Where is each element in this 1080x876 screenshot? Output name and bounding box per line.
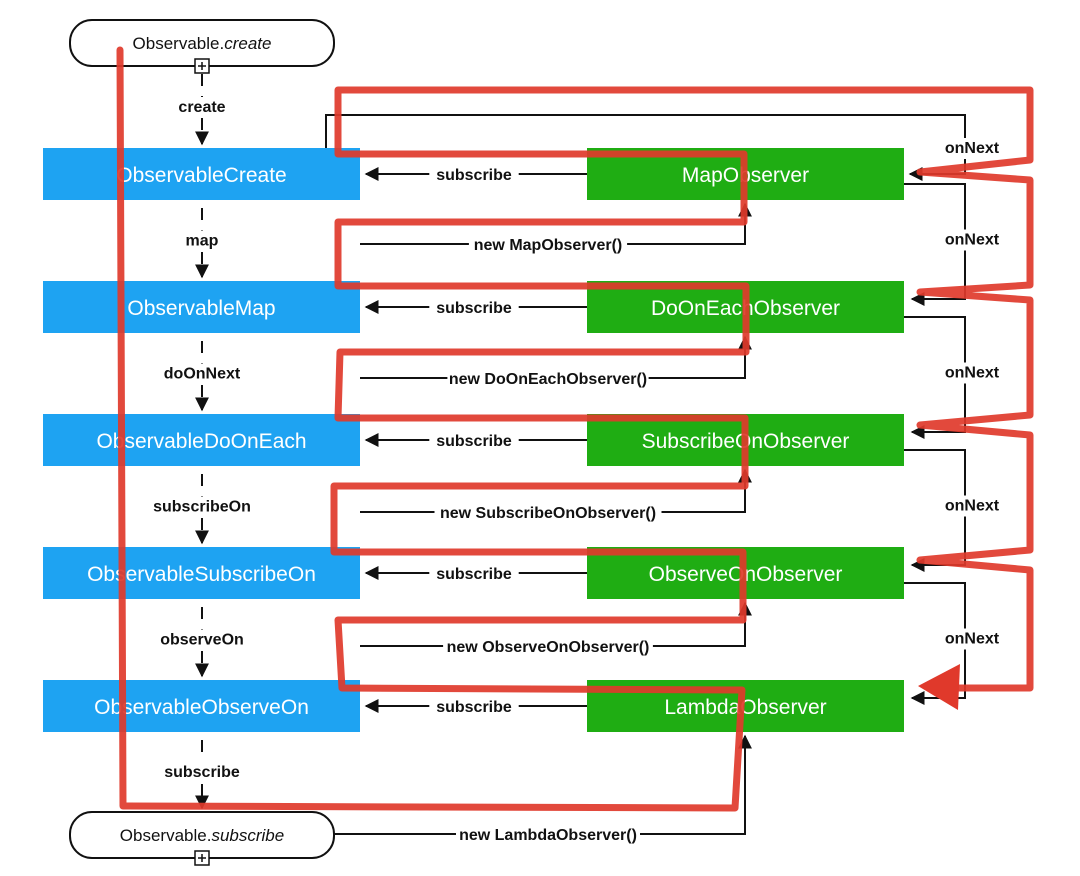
subscribe-label-4: subscribe	[436, 699, 512, 716]
operator-label-5-bg	[157, 762, 247, 783]
observable-box-3	[43, 547, 360, 599]
observable-label-3: ObservableSubscribeOn	[87, 563, 316, 586]
subscribe-label-1-bg	[429, 298, 519, 319]
observable-box-1	[43, 281, 360, 333]
operator-label-1: map	[186, 233, 219, 250]
observable-label-4: ObservableObserveOn	[94, 696, 309, 719]
subscribe-label-1: subscribe	[436, 300, 512, 317]
observable-label-1: ObservableMap	[127, 297, 275, 320]
subscribe-label-0: subscribe	[436, 167, 512, 184]
new-observer-label-3: new ObserveOnObserver()	[447, 639, 650, 656]
onnext-label-4: onNext	[945, 631, 1000, 648]
operator-label-3-bg	[148, 496, 256, 518]
new-observer-arrow-4	[334, 734, 752, 835]
new-observer-label-0: new MapObserver()	[474, 237, 622, 254]
new-observer-label-1: new DoOnEachObserver()	[449, 371, 647, 388]
observable-label-2: ObservableDoOnEach	[96, 430, 306, 453]
new-observer-label-0-bg	[468, 235, 628, 256]
onnext-label-3-bg	[940, 495, 1004, 517]
subscribe-label-3-bg	[429, 564, 519, 585]
onnext-label-0-bg	[940, 138, 1004, 159]
operator-label-4: observeOn	[160, 632, 244, 649]
operator-label-2: doOnNext	[164, 366, 241, 383]
operator-label-0-bg	[170, 97, 234, 118]
operator-label-1-bg	[183, 230, 221, 252]
operator-label-4-bg	[157, 629, 247, 651]
subscribe-label-2: subscribe	[436, 433, 512, 450]
operator-label-5: subscribe	[164, 764, 240, 781]
subscribe-label-0-bg	[429, 165, 519, 186]
expand-icon-top[interactable]	[194, 58, 210, 74]
new-observer-label-4-bg	[456, 825, 640, 846]
operator-label-0: create	[178, 99, 225, 116]
onnext-label-0: onNext	[945, 140, 1000, 157]
terminal-top-label: Observable.create	[133, 34, 272, 53]
red-flow-path	[116, 46, 1034, 812]
new-observer-label-2: new SubscribeOnObserver()	[440, 505, 656, 522]
subscribe-label-3: subscribe	[436, 566, 512, 583]
onnext-label-1: onNext	[945, 232, 1000, 249]
new-observer-label-4: new LambdaObserver()	[459, 827, 637, 844]
terminal-bottom-label: Observable.subscribe	[120, 826, 284, 845]
operator-label-3: subscribeOn	[153, 499, 251, 516]
subscribe-label-4-bg	[429, 697, 519, 718]
new-observer-label-1-bg	[447, 369, 649, 390]
red-flow-arrowhead	[918, 664, 960, 710]
onnext-label-2-bg	[940, 362, 1004, 384]
onnext-label-1-bg	[940, 229, 1004, 251]
operator-label-2-bg	[161, 363, 243, 385]
new-observer-label-2-bg	[434, 503, 662, 524]
observable-label-0: ObservableCreate	[116, 164, 286, 187]
observable-box-4	[43, 680, 360, 732]
onnext-label-2: onNext	[945, 365, 1000, 382]
observer-label-4: LambdaObserver	[664, 696, 826, 719]
onnext-label-4-bg	[940, 628, 1004, 650]
observable-box-2	[43, 414, 360, 466]
expand-icon-bottom[interactable]	[194, 850, 210, 866]
onnext-label-3: onNext	[945, 498, 1000, 515]
subscribe-label-2-bg	[429, 431, 519, 452]
new-observer-label-3-bg	[443, 637, 653, 658]
observable-box-0	[43, 148, 360, 200]
